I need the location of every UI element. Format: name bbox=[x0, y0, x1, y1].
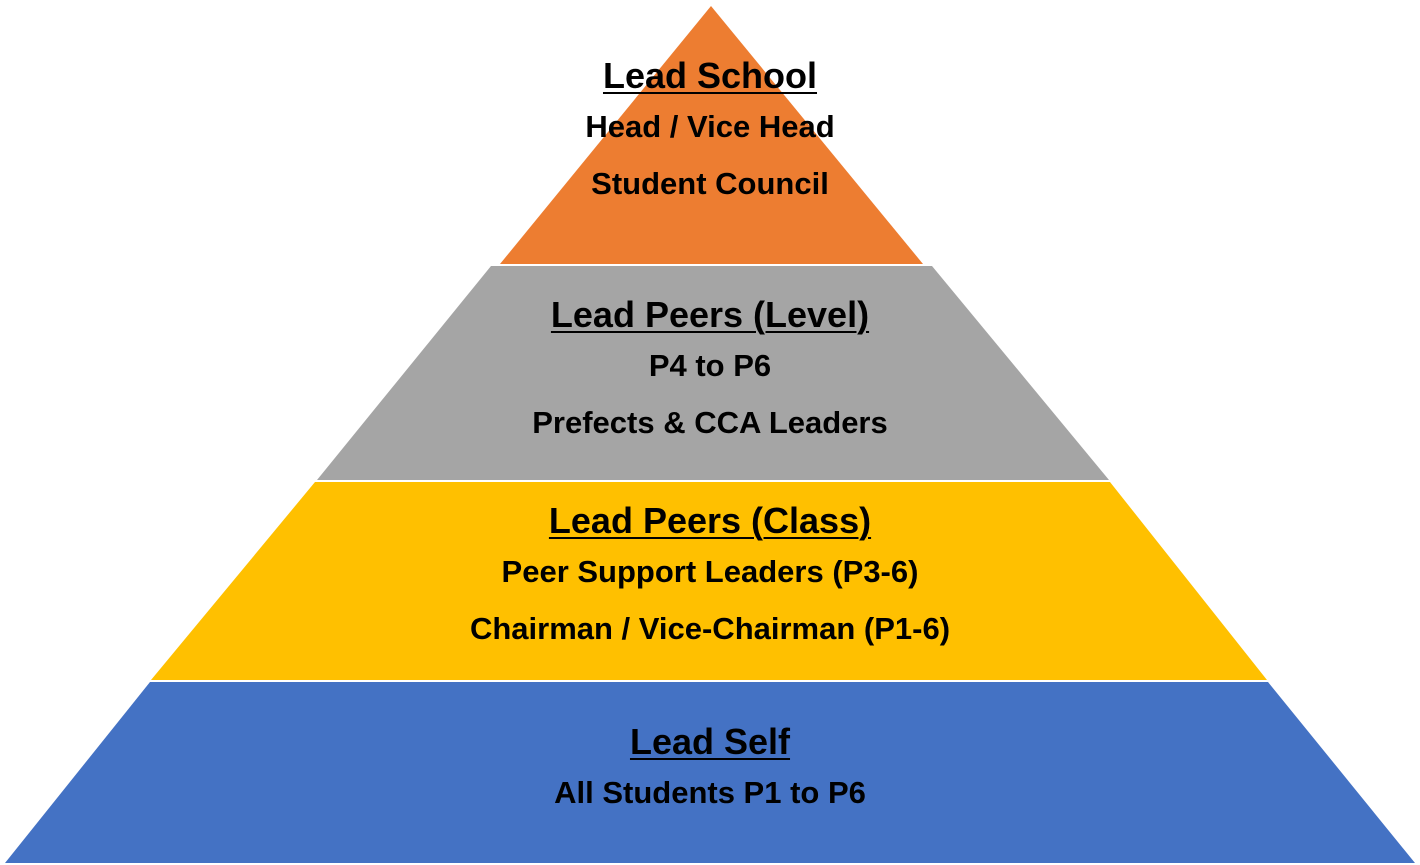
tier-line: Student Council bbox=[591, 166, 829, 201]
tier-line: All Students P1 to P6 bbox=[554, 775, 866, 810]
tier-lead-school-shape bbox=[500, 6, 923, 264]
tier-title: Lead Self bbox=[629, 721, 791, 762]
tier-title: Lead Peers (Class) bbox=[548, 500, 872, 541]
tier-lead-peers-level-shape bbox=[317, 266, 1109, 480]
tier-line: Peer Support Leaders (P3-6) bbox=[501, 554, 919, 589]
tier-line: Prefects & CCA Leaders bbox=[532, 405, 888, 440]
tier-lead-self: Lead Self All Students P1 to P6 bbox=[0, 720, 1420, 821]
tier-title: Lead Peers (Level) bbox=[550, 294, 870, 335]
tier-line: P4 to P6 bbox=[648, 348, 772, 383]
tier-lead-peers-level: Lead Peers (Level) P4 to P6 Prefects & C… bbox=[0, 293, 1420, 451]
tier-lead-school: Lead School Head / Vice Head Student Cou… bbox=[0, 54, 1420, 212]
tier-title: Lead School bbox=[602, 55, 818, 96]
tier-lead-peers-class-shape bbox=[151, 482, 1267, 680]
tier-lead-self-shape bbox=[5, 682, 1415, 863]
tier-line: Chairman / Vice-Chairman (P1-6) bbox=[469, 611, 951, 646]
tier-line: Head / Vice Head bbox=[585, 109, 835, 144]
tier-lead-peers-class: Lead Peers (Class) Peer Support Leaders … bbox=[0, 499, 1420, 657]
